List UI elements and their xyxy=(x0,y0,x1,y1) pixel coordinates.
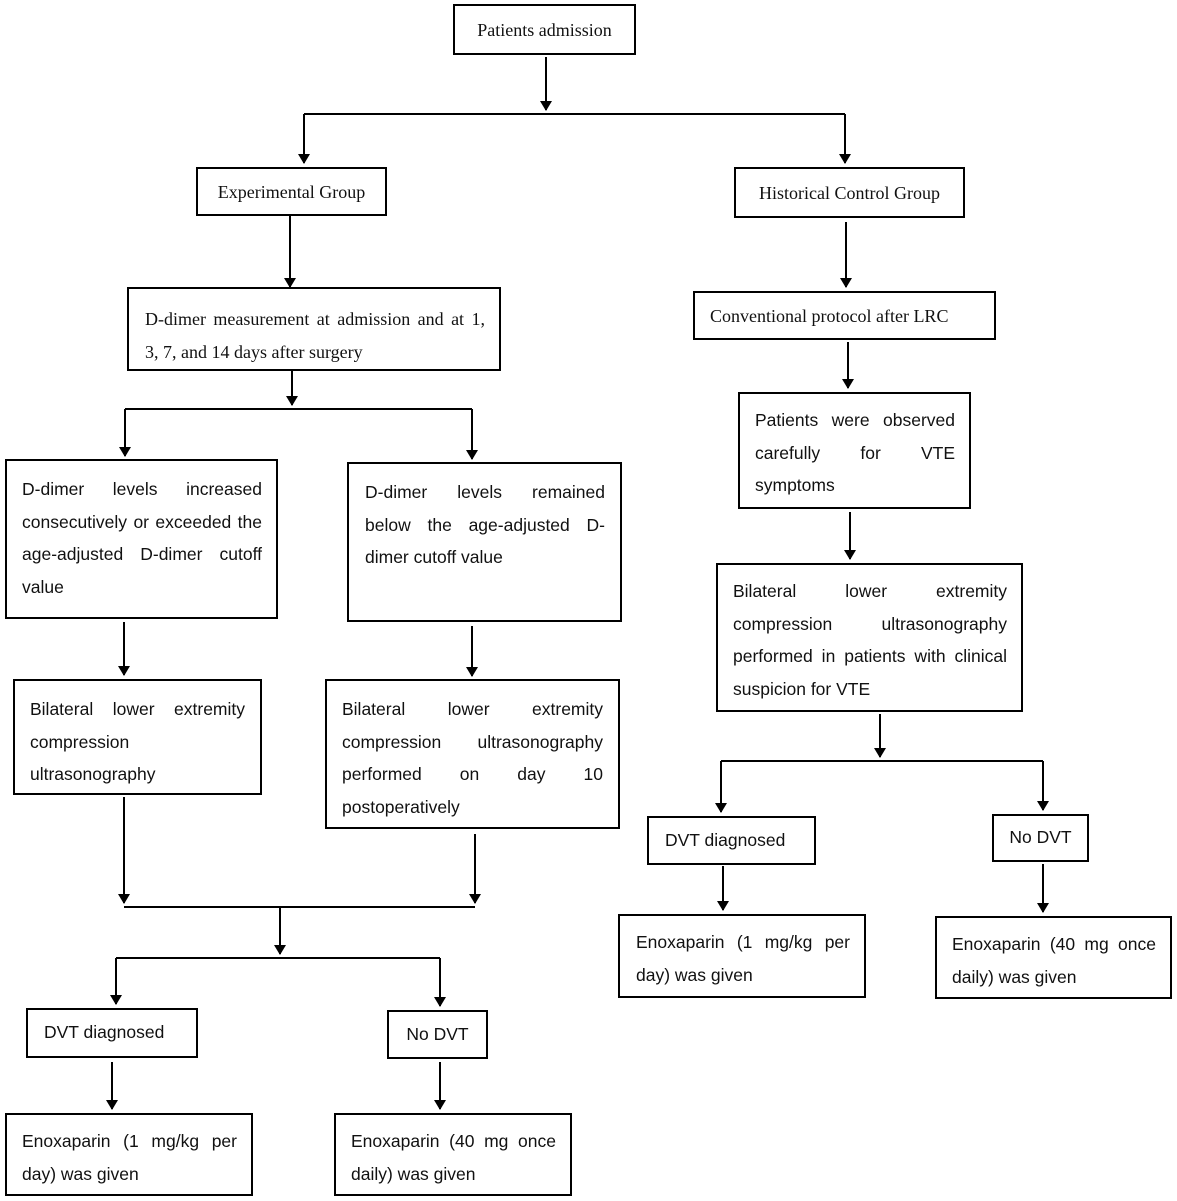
exp-dvt-diagnosed-label: DVT diagnosed xyxy=(44,1022,165,1043)
ddimer-measurement-text: D-dimer measurement at admission and at … xyxy=(145,309,485,362)
control-enoxaparin-prophylaxis-text: Enoxaparin (40 mg once daily) was given xyxy=(952,934,1156,987)
exp-dvt-diagnosed-box: DVT diagnosed xyxy=(26,1008,198,1058)
conventional-protocol-label: Conventional protocol after LRC xyxy=(710,305,949,326)
exp-ultrasonography-text: Bilateral lower extremity compression ul… xyxy=(30,699,245,784)
exp-enoxaparin-treatment-box: Enoxaparin (1 mg/kg per day) was given xyxy=(5,1113,253,1196)
experimental-group-box: Experimental Group xyxy=(196,167,387,216)
ddimer-below-text: D-dimer levels remained below the age-ad… xyxy=(365,482,605,567)
observed-symptoms-text: Patients were observed carefully for VTE… xyxy=(755,410,955,495)
admission-label: Patients admission xyxy=(477,19,612,40)
ddimer-increased-box: D-dimer levels increased consecutively o… xyxy=(5,459,278,619)
exp-enoxaparin-prophylaxis-text: Enoxaparin (40 mg once daily) was given xyxy=(351,1131,556,1184)
control-no-dvt-label: No DVT xyxy=(1009,827,1072,848)
control-dvt-diagnosed-box: DVT diagnosed xyxy=(647,816,816,865)
experimental-group-label: Experimental Group xyxy=(217,181,366,202)
control-ultrasonography-box: Bilateral lower extremity compression ul… xyxy=(716,563,1023,712)
exp-no-dvt-box: No DVT xyxy=(387,1010,488,1059)
observed-symptoms-box: Patients were observed carefully for VTE… xyxy=(738,392,971,509)
ddimer-below-box: D-dimer levels remained below the age-ad… xyxy=(347,462,622,622)
ddimer-increased-text: D-dimer levels increased consecutively o… xyxy=(22,479,262,597)
admission-box: Patients admission xyxy=(453,4,636,55)
control-enoxaparin-prophylaxis-box: Enoxaparin (40 mg once daily) was given xyxy=(935,916,1172,999)
control-no-dvt-box: No DVT xyxy=(992,814,1089,862)
exp-ultrasonography-box: Bilateral lower extremity compression ul… xyxy=(13,679,262,795)
control-dvt-diagnosed-label: DVT diagnosed xyxy=(665,829,786,850)
exp-enoxaparin-treatment-text: Enoxaparin (1 mg/kg per day) was given xyxy=(22,1131,237,1184)
control-ultrasonography-text: Bilateral lower extremity compression ul… xyxy=(733,581,1007,699)
exp-enoxaparin-prophylaxis-box: Enoxaparin (40 mg once daily) was given xyxy=(334,1113,572,1196)
control-enoxaparin-treatment-box: Enoxaparin (1 mg/kg per day) was given xyxy=(618,914,866,998)
control-group-label: Historical Control Group xyxy=(759,182,940,203)
ddimer-measurement-box: D-dimer measurement at admission and at … xyxy=(127,287,501,371)
exp-ultrasonography-day10-text: Bilateral lower extremity compression ul… xyxy=(342,699,603,817)
control-group-box: Historical Control Group xyxy=(734,167,965,218)
exp-no-dvt-label: No DVT xyxy=(406,1023,469,1044)
control-enoxaparin-treatment-text: Enoxaparin (1 mg/kg per day) was given xyxy=(636,932,850,985)
conventional-protocol-box: Conventional protocol after LRC xyxy=(693,291,996,340)
exp-ultrasonography-day10-box: Bilateral lower extremity compression ul… xyxy=(325,679,620,829)
